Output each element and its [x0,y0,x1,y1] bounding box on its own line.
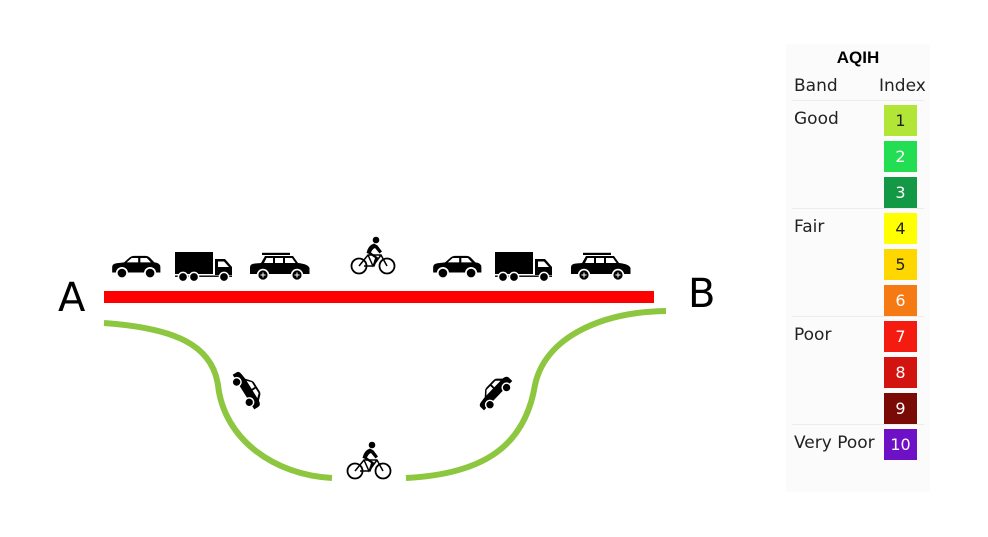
car-icon [227,366,267,413]
suv-icon [570,252,632,282]
band-separator [792,100,924,101]
index-cell: 10 [884,429,917,460]
index-cell: 8 [884,357,917,388]
suv-icon [249,252,311,282]
car-icon [473,370,517,415]
bicycle-icon [350,236,396,275]
index-cell: 5 [884,249,917,280]
bicycle-icon [346,441,392,480]
main-road-line [104,291,654,303]
truck-icon [174,251,233,282]
band-label: Poor [794,325,832,345]
band-label: Very Poor [794,433,875,453]
car-icon [432,254,483,279]
band-separator [792,208,924,209]
index-cell: 6 [884,285,917,316]
band-label: Fair [794,217,825,237]
car-icon [111,254,162,279]
index-column-header: Index [879,76,926,96]
point-a-label: A [58,275,86,321]
index-cell: 2 [884,141,917,172]
alternate-route-left [103,320,333,481]
index-cell: 4 [884,213,917,244]
band-separator [792,424,924,425]
point-b-label: B [688,271,715,317]
index-cell: 1 [884,105,917,136]
band-separator [792,316,924,317]
truck-icon [494,251,553,282]
index-cell: 3 [884,177,917,208]
index-cell: 7 [884,321,917,352]
band-column-header: Band [794,76,838,96]
alternate-route-right [405,308,667,481]
index-cell: 9 [884,393,917,424]
band-label: Good [794,109,839,129]
legend-title: AQIH [836,48,880,67]
